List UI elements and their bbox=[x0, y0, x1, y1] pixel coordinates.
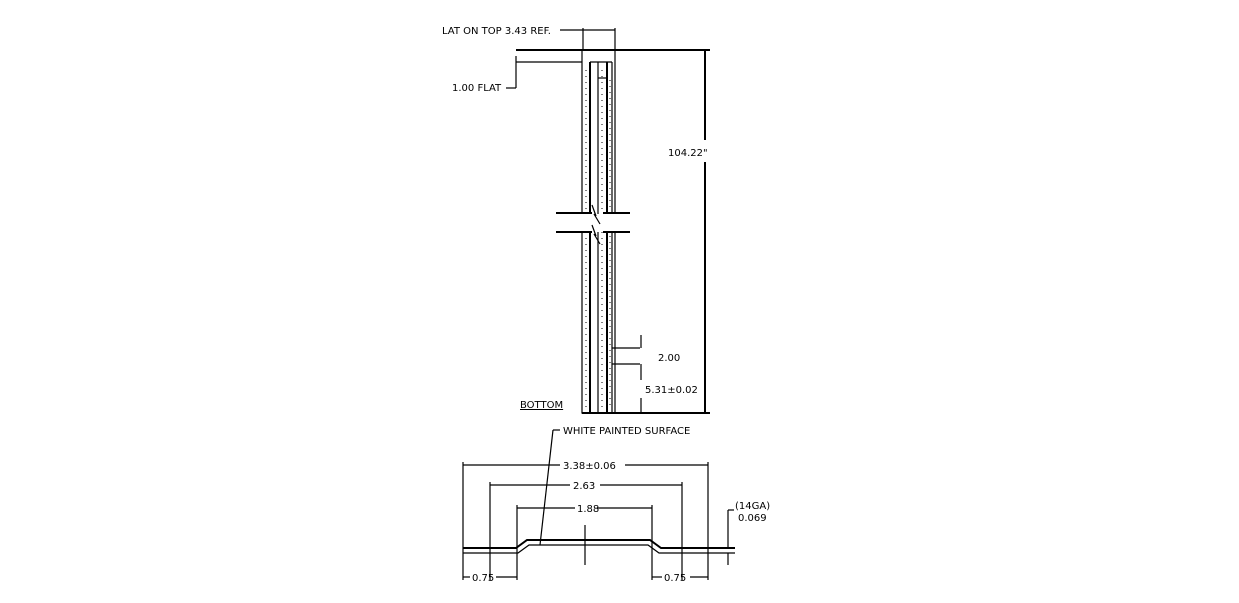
flat-note: 1.00 FLAT bbox=[452, 83, 502, 94]
gauge-label: (14GA) bbox=[735, 501, 770, 512]
dimension-5-31: 5.31±0.02 bbox=[645, 385, 698, 396]
dimension-lines bbox=[506, 28, 710, 414]
overall-width-dimension: 3.38±0.06 bbox=[563, 461, 616, 472]
dimension-2-00: 2.00 bbox=[658, 353, 680, 364]
mid-width-dimension: 2.63 bbox=[573, 481, 595, 492]
right-flange-dimension: 0.75 bbox=[664, 573, 686, 584]
break-lines bbox=[556, 204, 632, 245]
white-painted-surface-note: WHITE PAINTED SURFACE bbox=[563, 426, 690, 437]
thickness-label: 0.069 bbox=[738, 513, 767, 524]
cross-section-view bbox=[462, 429, 735, 580]
left-flange-dimension: 0.75 bbox=[472, 573, 494, 584]
length-dimension: 104.22" bbox=[668, 148, 708, 159]
top-width-dimension: 1.88 bbox=[577, 504, 599, 515]
bottom-label: BOTTOM bbox=[520, 400, 563, 411]
lat-on-top-note: LAT ON TOP 3.43 REF. bbox=[442, 26, 551, 37]
